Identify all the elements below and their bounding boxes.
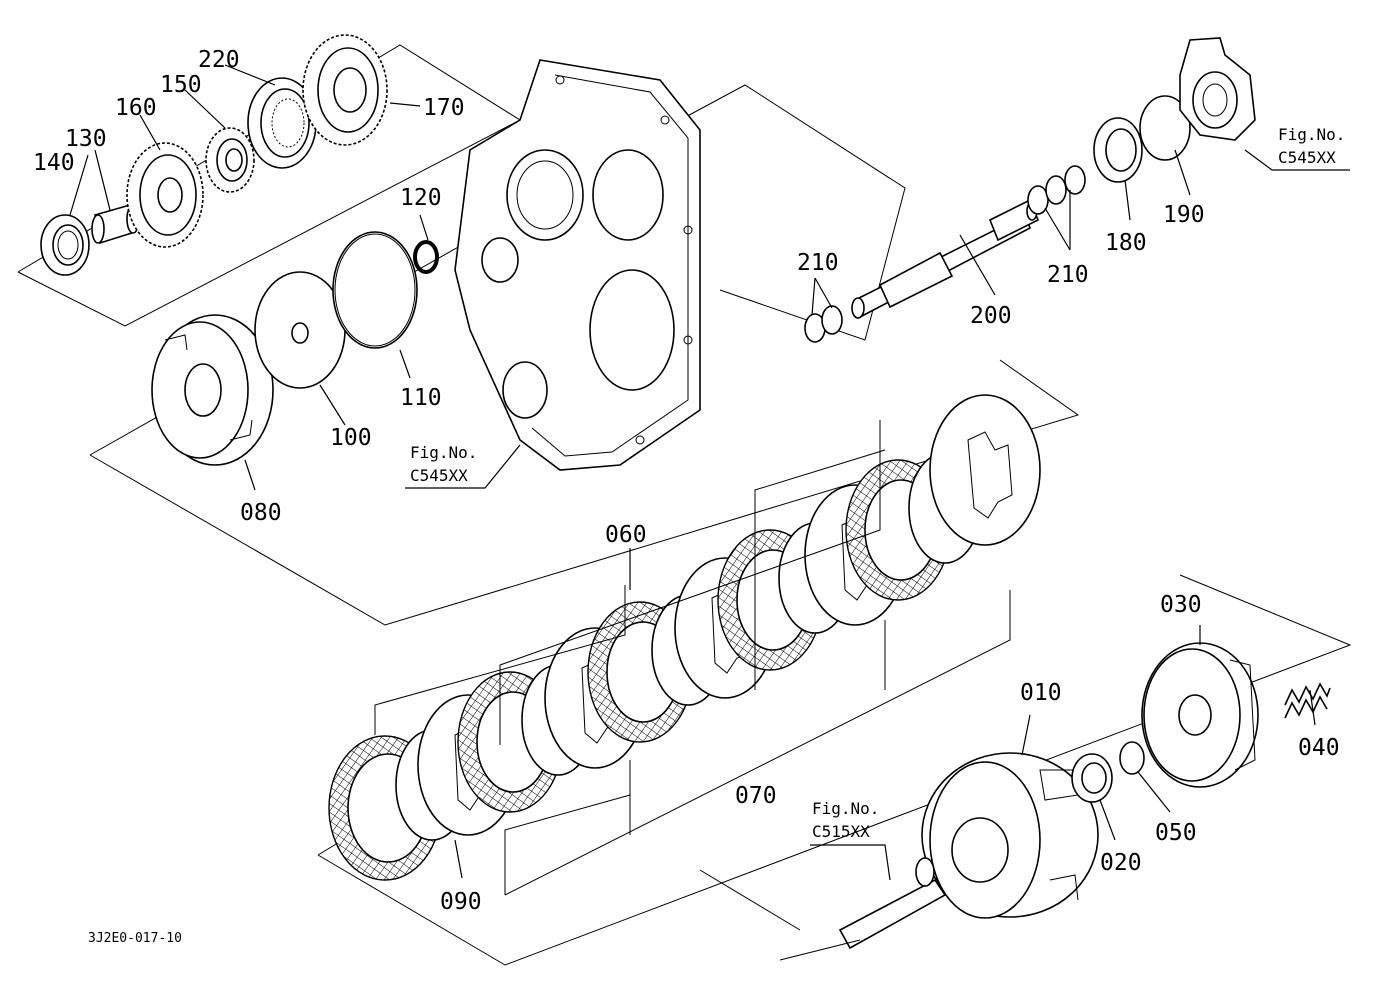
gear-170: [302, 34, 388, 146]
part-number-label: 090: [440, 889, 482, 915]
transmission-housing: [454, 59, 701, 471]
seal-rings-210-left: [804, 305, 843, 343]
pressure-plate-080: [151, 314, 274, 466]
cover-c545xx: [1179, 37, 1256, 141]
plate-brackets: [374, 420, 1011, 896]
part-number-label: 200: [970, 303, 1012, 329]
thrust-washer-100: [254, 271, 346, 389]
gear-160: [126, 142, 204, 248]
o-ring-110: [332, 231, 418, 349]
fig-ref-prefix: Fig.No.: [1278, 125, 1345, 144]
piston-030: [1141, 642, 1259, 788]
fig-ref-code: C545XX: [410, 466, 468, 485]
bearing-140: [40, 214, 90, 276]
part-number-label: 110: [400, 385, 442, 411]
part-number-label: 070: [735, 783, 777, 809]
part-number-label: 210: [1047, 262, 1089, 288]
part-number-label: 220: [198, 47, 240, 73]
part-number-label: 040: [1298, 735, 1340, 761]
fig-ref-prefix: Fig.No.: [812, 799, 879, 818]
snap-ring-190: [1139, 95, 1191, 161]
bearing-020: [1071, 753, 1113, 803]
part-labels: 010 020 030 040 050 060 070 080 090 100 …: [33, 47, 1340, 915]
snap-ring-small: [915, 857, 935, 887]
clutch-plate-pack: [328, 394, 1041, 881]
leader-lines: [69, 64, 1350, 881]
o-ring-120: [413, 240, 439, 274]
part-number-label: 180: [1105, 230, 1147, 256]
gear-150: [205, 127, 255, 193]
fig-ref-prefix: Fig.No.: [410, 443, 477, 462]
part-number-label: 100: [330, 425, 372, 451]
shaft-c515xx: [699, 869, 947, 961]
shaft-200: [851, 198, 1040, 319]
part-number-label: 150: [160, 72, 202, 98]
fig-ref-code: C515XX: [812, 822, 870, 841]
figure-references: Fig.No. C545XX Fig.No. C545XX Fig.No. C5…: [410, 125, 1345, 841]
bearing-180: [1093, 117, 1143, 183]
part-number-label: 130: [65, 126, 107, 152]
spring-040: [1284, 682, 1331, 719]
collar-130: [91, 203, 140, 245]
seal-rings-210-right: [1027, 165, 1086, 215]
part-number-label: 170: [423, 95, 465, 121]
fig-ref-code: C545XX: [1278, 148, 1336, 167]
part-number-label: 190: [1163, 202, 1205, 228]
part-number-label: 080: [240, 500, 282, 526]
part-number-label: 120: [400, 185, 442, 211]
part-number-label: 010: [1020, 680, 1062, 706]
part-number-label: 160: [115, 95, 157, 121]
bearing-220: [247, 77, 317, 169]
part-number-label: 050: [1155, 820, 1197, 846]
part-number-label: 210: [797, 250, 839, 276]
part-number-label: 030: [1160, 592, 1202, 618]
part-number-label: 060: [605, 522, 647, 548]
snap-ring-050: [1119, 741, 1145, 775]
part-number-label: 140: [33, 150, 75, 176]
clutch-drum-010: [921, 752, 1099, 919]
drawing-code: 3J2E0-017-10: [88, 931, 182, 946]
steel-plate: [929, 394, 1041, 546]
part-number-label: 020: [1100, 850, 1142, 876]
